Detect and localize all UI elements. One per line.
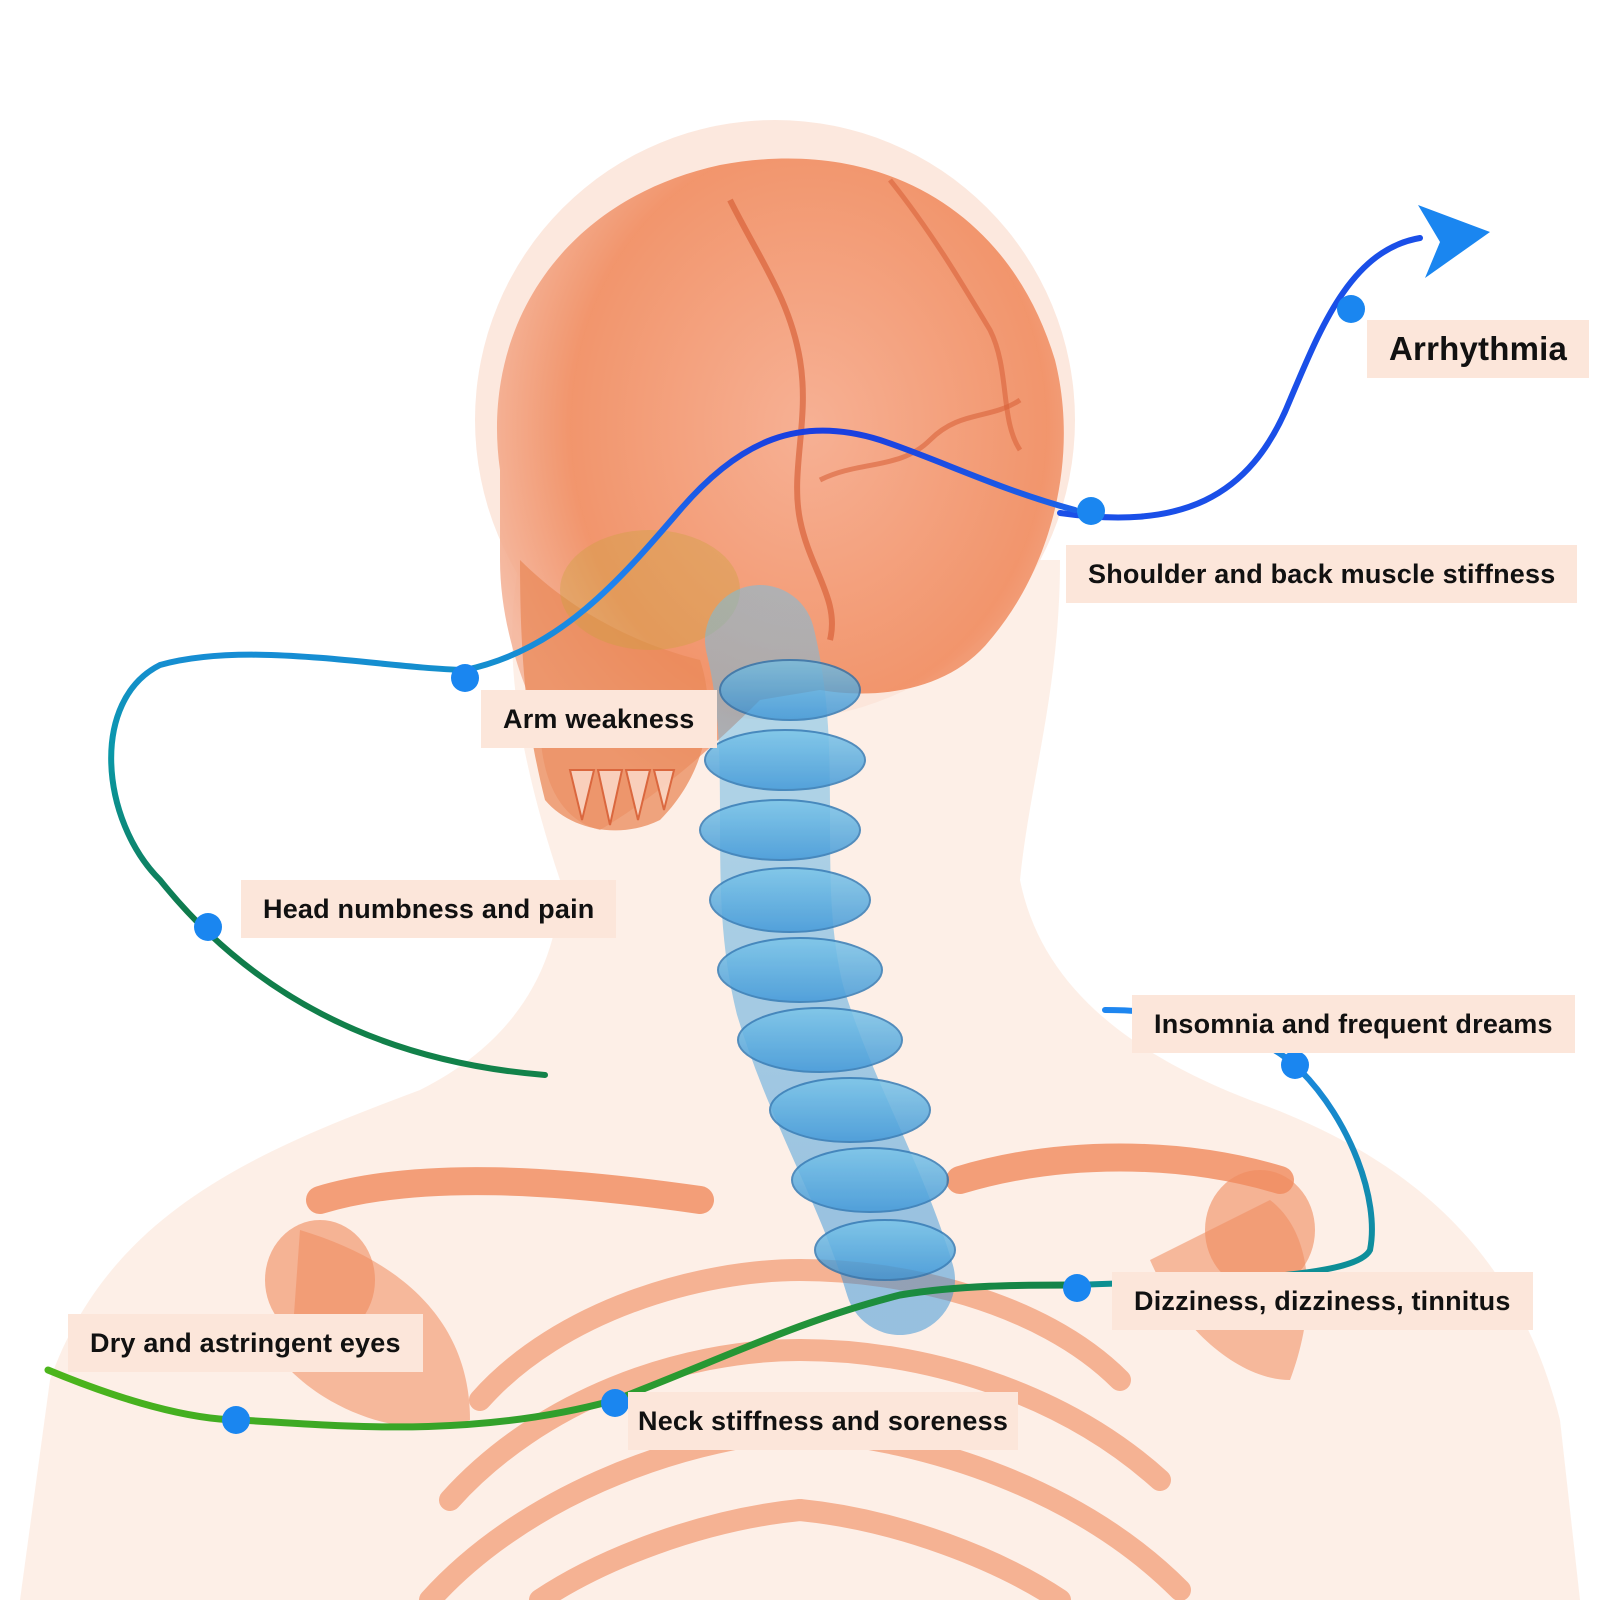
marker-dot <box>1337 295 1365 323</box>
shoulder-joint-left <box>265 1220 375 1340</box>
curve-markers <box>194 295 1365 1434</box>
marker-dot <box>1281 1051 1309 1079</box>
skull-suture-3 <box>818 397 1022 483</box>
skull-suture-2 <box>888 178 1023 452</box>
cervical-spine <box>699 585 956 1335</box>
jaw-muscle <box>560 530 740 650</box>
clavicle-right <box>946 1143 1294 1194</box>
label-arrhythmia: Arrhythmia <box>1367 320 1590 378</box>
teeth <box>568 769 676 826</box>
symptom-curve-upper <box>1057 235 1423 521</box>
label-head-numbness: Head numbness and pain <box>241 880 617 938</box>
shoulder-joint-right <box>1205 1170 1315 1290</box>
label-dry-eyes: Dry and astringent eyes <box>68 1314 423 1372</box>
label-dizziness: Dizziness, dizziness, tinnitus <box>1112 1272 1533 1330</box>
marker-dot <box>194 913 222 941</box>
arrow-head-icon <box>1418 205 1490 278</box>
label-arm-weakness: Arm weakness <box>481 690 717 748</box>
marker-dot <box>1077 497 1105 525</box>
marker-dot <box>601 1389 629 1417</box>
label-shoulder-back: Shoulder and back muscle stiffness <box>1066 545 1578 603</box>
label-neck-stiffness: Neck stiffness and soreness <box>628 1392 1019 1450</box>
clavicle-left <box>306 1167 714 1214</box>
marker-dot <box>451 664 479 692</box>
marker-dot <box>1063 1274 1091 1302</box>
marker-dot <box>222 1406 250 1434</box>
label-insomnia: Insomnia and frequent dreams <box>1132 995 1575 1053</box>
